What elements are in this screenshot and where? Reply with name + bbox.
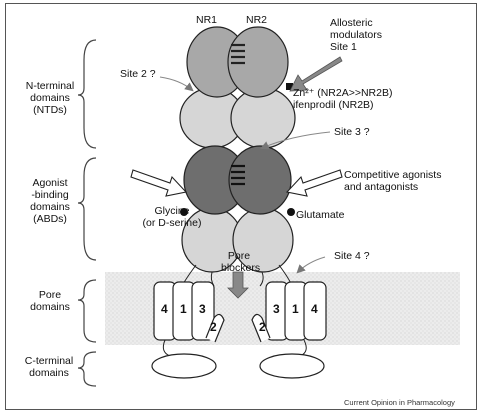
bracket-pore xyxy=(77,279,97,343)
left-pore-helices xyxy=(153,281,225,343)
domain-brackets xyxy=(77,39,97,387)
glycine-open-arrow xyxy=(130,169,188,197)
glycine-binding-dot xyxy=(180,208,188,216)
helix-label-left-m1: 1 xyxy=(180,302,187,316)
zn-binding-site xyxy=(286,83,293,90)
figure-frame xyxy=(5,3,477,410)
pointer-arrows xyxy=(159,76,331,274)
abd-interface-stripes xyxy=(231,164,245,186)
right-pore-helices xyxy=(251,281,327,343)
pore-blocker-arrow xyxy=(227,271,249,299)
helix-label-right-m3: 3 xyxy=(273,302,280,316)
helix-label-left-m2: 2 xyxy=(210,320,217,334)
site4-arrow xyxy=(296,256,326,274)
ctd-left xyxy=(151,353,217,379)
site2-label: Site 2 ? xyxy=(120,68,156,80)
abd-lobe-nr2 xyxy=(228,145,292,215)
nr1-label: NR1 xyxy=(196,14,218,26)
glutamate-label: Glutamate xyxy=(296,209,345,221)
bracket-ctd xyxy=(77,351,97,387)
bracket-abd xyxy=(77,157,97,261)
allosteric-arrow xyxy=(289,56,343,92)
site3-label: Site 3 ? xyxy=(334,126,370,138)
journal-credit: Current Opinion in Pharmacology xyxy=(344,398,455,407)
ntd-interface-stripes xyxy=(231,43,245,65)
ctd-right xyxy=(259,353,325,379)
glutamate-binding-dot xyxy=(287,208,295,216)
helix-label-left-m4: 4 xyxy=(161,302,168,316)
helix-label-right-m1: 1 xyxy=(292,302,299,316)
site4-label: Site 4 ? xyxy=(334,250,370,262)
helix-label-left-m3: 3 xyxy=(199,302,206,316)
bracket-ntd xyxy=(77,39,97,149)
zn-label: Zn²⁺ (NR2A>>NR2B) xyxy=(293,87,393,99)
site3-arrow xyxy=(259,131,331,150)
helix-label-right-m2: 2 xyxy=(259,320,266,334)
ifenprodil-label: ifenprodil (NR2B) xyxy=(293,99,374,111)
site2-arrow xyxy=(159,76,194,92)
helix-label-right-m4: 4 xyxy=(311,302,318,316)
glycine-label: Glycine(or D-serine) xyxy=(142,205,202,229)
competitive-open-arrow xyxy=(285,169,343,197)
nr2-label: NR2 xyxy=(246,14,268,26)
